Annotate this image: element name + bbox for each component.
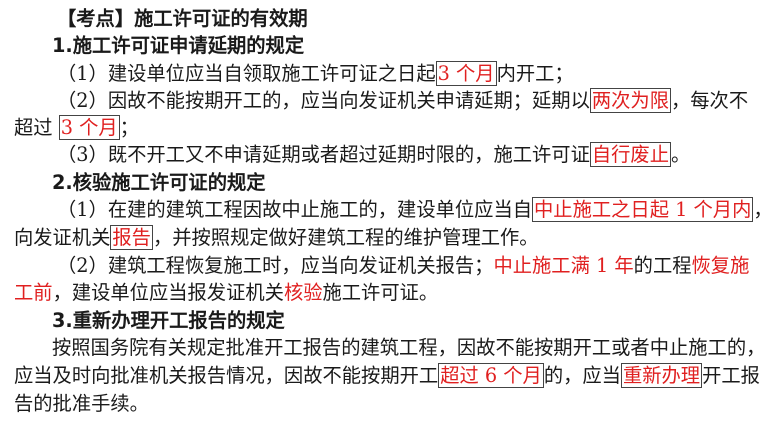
s1-item-2: （2）因故不能按期开工的，应当向发证机关申请延期；延期以两次为限，每次不 [57,88,748,114]
text: ，并按照规定做好建筑工程的维护管理工作。 [152,226,539,249]
text: 内开工； [496,62,574,85]
text: 超过 [14,116,59,139]
highlight-box: 重新办理 [620,363,703,388]
text: 告的批准手续。 [14,392,149,415]
s2-item-2-cont: 工前，建设单位应当报发证机关核验施工许可证。 [14,280,438,306]
s3-para-line-2: 应当及时向批准机关报告情况，因故不能按期开工超过 6 个月的，应当重新办理开工报 [14,363,760,389]
s3-para-line-1: 按照国务院有关规定批准开工报告的建筑工程，因故不能按期开工或者中止施工的， [52,335,760,361]
text: 的，应当 [543,364,621,387]
text: 向发证机关 [14,226,111,249]
text: 开工报 [702,364,760,387]
text: （2）因故不能按期开工的，应当向发证机关申请延期；延期以 [57,89,590,112]
text: 按照国务院有关规定批准开工报告的建筑工程，因故不能按期开工或者中止施工的， [52,336,760,359]
page-title: 【考点】施工许可证的有效期 [57,7,308,30]
section-3-heading: 3.重新办理开工报告的规定 [52,309,285,332]
highlight-box: 报告 [110,225,153,250]
s1-item-2-cont: 超过 3 个月； [14,115,139,141]
s2-item-1-cont: 向发证机关报告，并按照规定做好建筑工程的维护管理工作。 [14,225,539,251]
s3-para-line-3: 告的批准手续。 [14,391,149,417]
highlight-box: 自行废止 [589,142,671,167]
s1-item-3: （3）既不开工又不申请延期或者超过延期时限的，施工许可证自行废止。 [57,142,690,168]
highlight-box: 3 个月 [58,115,120,140]
text: （1）在建的建筑工程因故中止施工的，建设单位应当自 [57,198,533,221]
text: （2）建筑工程恢复施工时，应当向发证机关报告； [57,254,494,277]
s2-item-2: （2）建筑工程恢复施工时，应当向发证机关报告；中止施工满 1 年的工程恢复施 [57,253,749,279]
section-2-heading: 2.核验施工许可证的规定 [52,171,266,194]
highlight-text: 工前 [14,281,53,304]
highlight-text: 恢复施 [691,254,750,277]
highlight-box: 超过 6 个月 [438,363,544,388]
highlight-box: 两次为限 [589,88,671,113]
text: ，建设单位应当报发证机关 [52,281,284,304]
highlight-text: 中止施工满 1 年 [493,254,634,277]
section-1-heading: 1.施工许可证申请延期的规定 [52,34,305,57]
highlight-text: 核验 [283,281,323,304]
text: ； [119,116,139,139]
text: 。 [670,143,691,166]
highlight-box: 中止施工之日起 1 个月内 [532,197,754,222]
text: （3）既不开工又不申请延期或者超过延期时限的，施工许可证 [57,143,590,166]
text: ，每次不 [670,89,749,112]
text: （1）建设单位应当自领取施工许可证之日起 [57,62,436,85]
highlight-box: 3 个月 [435,61,497,86]
text: 施工许可证。 [322,281,439,304]
text: 应当及时向批准机关报告情况，因故不能按期开工 [14,364,439,387]
text: ， [753,198,760,221]
text: 的工程 [633,254,692,277]
